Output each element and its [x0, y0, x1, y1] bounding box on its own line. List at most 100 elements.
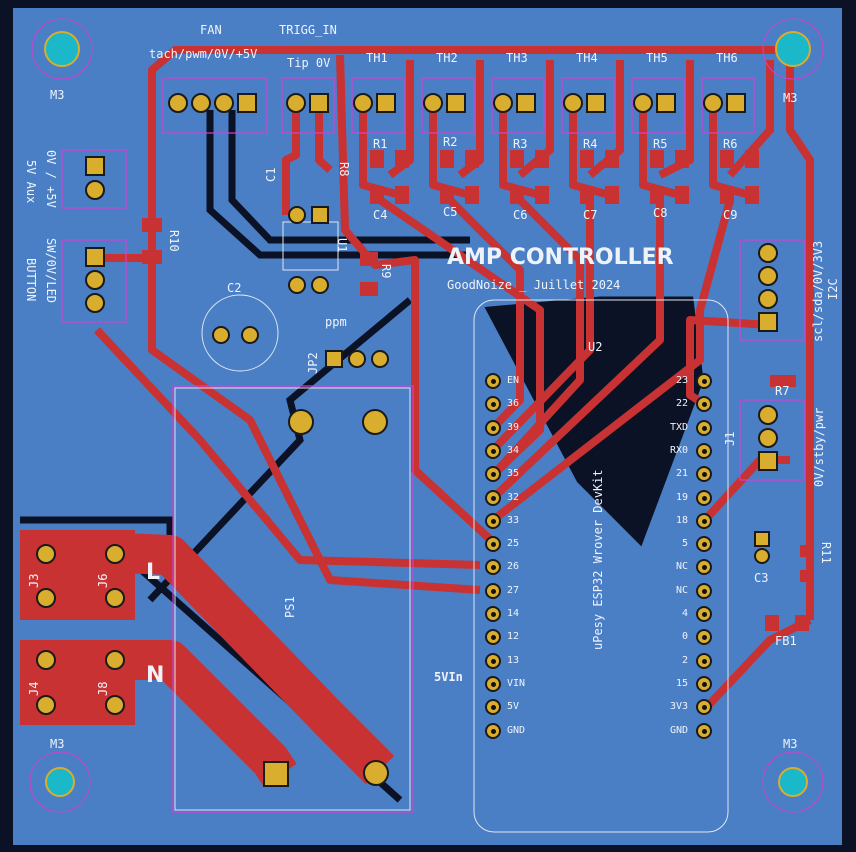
esp32-pin-label: EN	[507, 375, 520, 386]
esp32-pin-label: 5	[681, 538, 688, 550]
esp32-pin-pad	[696, 722, 712, 739]
c8-label: C8	[653, 206, 668, 220]
c4-label: C4	[373, 208, 388, 222]
esp32-pin-label: 15	[675, 677, 688, 689]
esp32-pin-pad	[485, 489, 501, 506]
esp32-pin-pad	[485, 629, 501, 646]
esp32-pin-pad	[485, 699, 501, 716]
u2-label: U2	[588, 340, 603, 354]
aux-ref-label: 5V Aux	[24, 160, 38, 204]
c3-label: C3	[754, 571, 769, 585]
r10-label: R10	[167, 230, 181, 252]
button-pins-label: SW/0V/LED	[44, 238, 58, 304]
fan-pins-label: tach/pwm/0V/+5V	[149, 47, 258, 61]
m3-top-left-label: M3	[50, 88, 65, 102]
j4-label: J4	[27, 681, 41, 696]
module-name: uPesy ESP32 Wrover DevKit	[591, 469, 605, 650]
button-ref-label: BUTTON	[24, 258, 38, 302]
esp32-pin-pad	[696, 396, 712, 413]
esp32-pin-label: 34	[507, 444, 520, 456]
esp32-pin-label: 25	[507, 538, 520, 550]
esp32-pin-label: 4	[681, 608, 688, 619]
trigg-pins-label: Tip 0V	[287, 56, 331, 70]
5vin-label: 5VIn	[434, 670, 463, 684]
neutral-label: N	[146, 663, 165, 688]
esp32-pin-pad	[696, 699, 712, 716]
esp32-pin-label: NC	[675, 584, 688, 596]
esp32-pin-label: 35	[507, 468, 520, 480]
esp32-pin-pad	[696, 652, 712, 669]
esp32-pin-pad	[485, 559, 501, 576]
ps1-label: PS1	[283, 596, 297, 618]
aux-pins-label: 0V / +5V	[44, 150, 58, 208]
c1-label: C1	[264, 167, 278, 182]
r5-label: R5	[653, 137, 668, 151]
r2-label: R2	[443, 135, 458, 149]
esp32-pin-label: RX0	[669, 444, 688, 456]
th4-label: TH4	[576, 51, 598, 65]
j6-label: J6	[96, 573, 110, 588]
esp32-pin-label: 36	[507, 398, 520, 410]
r1-label: R1	[373, 137, 388, 151]
esp32-pin-pad	[485, 512, 501, 529]
c6-label: C6	[513, 208, 528, 222]
esp32-pin-label: 0	[681, 631, 688, 643]
esp32-pin-label: GND	[669, 724, 688, 736]
esp32-pin-label: VIN	[507, 677, 526, 689]
esp32-pin-pad	[485, 722, 501, 739]
esp32-pin-label: 23	[675, 375, 688, 386]
esp32-pin-label: 26	[507, 561, 520, 573]
esp32-pin-label: 27	[507, 584, 520, 596]
line-label: L	[146, 560, 161, 585]
esp32-pin-pad	[485, 373, 501, 389]
esp32-pin-label: 22	[675, 398, 688, 410]
esp32-pin-label: 19	[675, 491, 688, 503]
esp32-pin-label: 12	[507, 631, 520, 643]
pwr-pins-label: 0V/stby/pwr	[812, 407, 826, 487]
r9-label: R9	[379, 264, 393, 279]
esp32-pin-pad	[696, 373, 712, 389]
r6-label: R6	[723, 137, 738, 151]
c2-label: C2	[227, 281, 242, 295]
th1-label: TH1	[366, 51, 388, 65]
esp32-pin-label: 33	[507, 514, 520, 526]
esp32-pin-pad	[485, 442, 501, 459]
trigg-ref: TRIGG_IN	[279, 23, 337, 37]
m3-top-right-label: M3	[783, 91, 798, 105]
m3-bottom-left-label: M3	[50, 737, 65, 751]
c9-label: C9	[723, 208, 738, 222]
esp32-pin-label: 18	[675, 514, 688, 526]
esp32-pin-pad	[485, 652, 501, 669]
esp32-pin-pad	[696, 419, 712, 436]
esp32-pin-label: TXD	[669, 421, 688, 433]
esp32-pin-pad	[485, 536, 501, 553]
esp32-pin-pad	[696, 675, 712, 692]
esp32-pin-label: 21	[675, 468, 688, 480]
esp32-pin-pad	[696, 559, 712, 576]
th3-label: TH3	[506, 51, 528, 65]
r11-label: R11	[819, 542, 833, 564]
r4-label: R4	[583, 137, 598, 151]
j8-label: J8	[96, 681, 110, 696]
esp32-pin-pad	[485, 419, 501, 436]
th5-label: TH5	[646, 51, 668, 65]
jp2-label: JP2	[306, 352, 320, 374]
th2-label: TH2	[436, 51, 458, 65]
esp32-pin-pad	[485, 582, 501, 599]
esp32-pin-label: 2	[681, 654, 688, 666]
esp32-pin-pad	[696, 442, 712, 459]
c7-label: C7	[583, 208, 598, 222]
board-subtitle: GoodNoize _ Juillet 2024	[447, 278, 621, 292]
esp32-pin-pad	[696, 606, 712, 622]
esp32-pin-pad	[696, 582, 712, 599]
esp32-pin-pad	[696, 536, 712, 553]
esp32-pin-pad	[485, 675, 501, 692]
esp32-pin-label: NC	[675, 561, 688, 573]
esp32-pin-label: GND	[507, 724, 526, 736]
c5-label: C5	[443, 205, 458, 219]
u1-label: U1	[335, 238, 349, 253]
esp32-pin-pad	[485, 606, 501, 622]
board-title: AMP CONTROLLER	[447, 245, 674, 270]
j3-label: J3	[27, 573, 41, 588]
